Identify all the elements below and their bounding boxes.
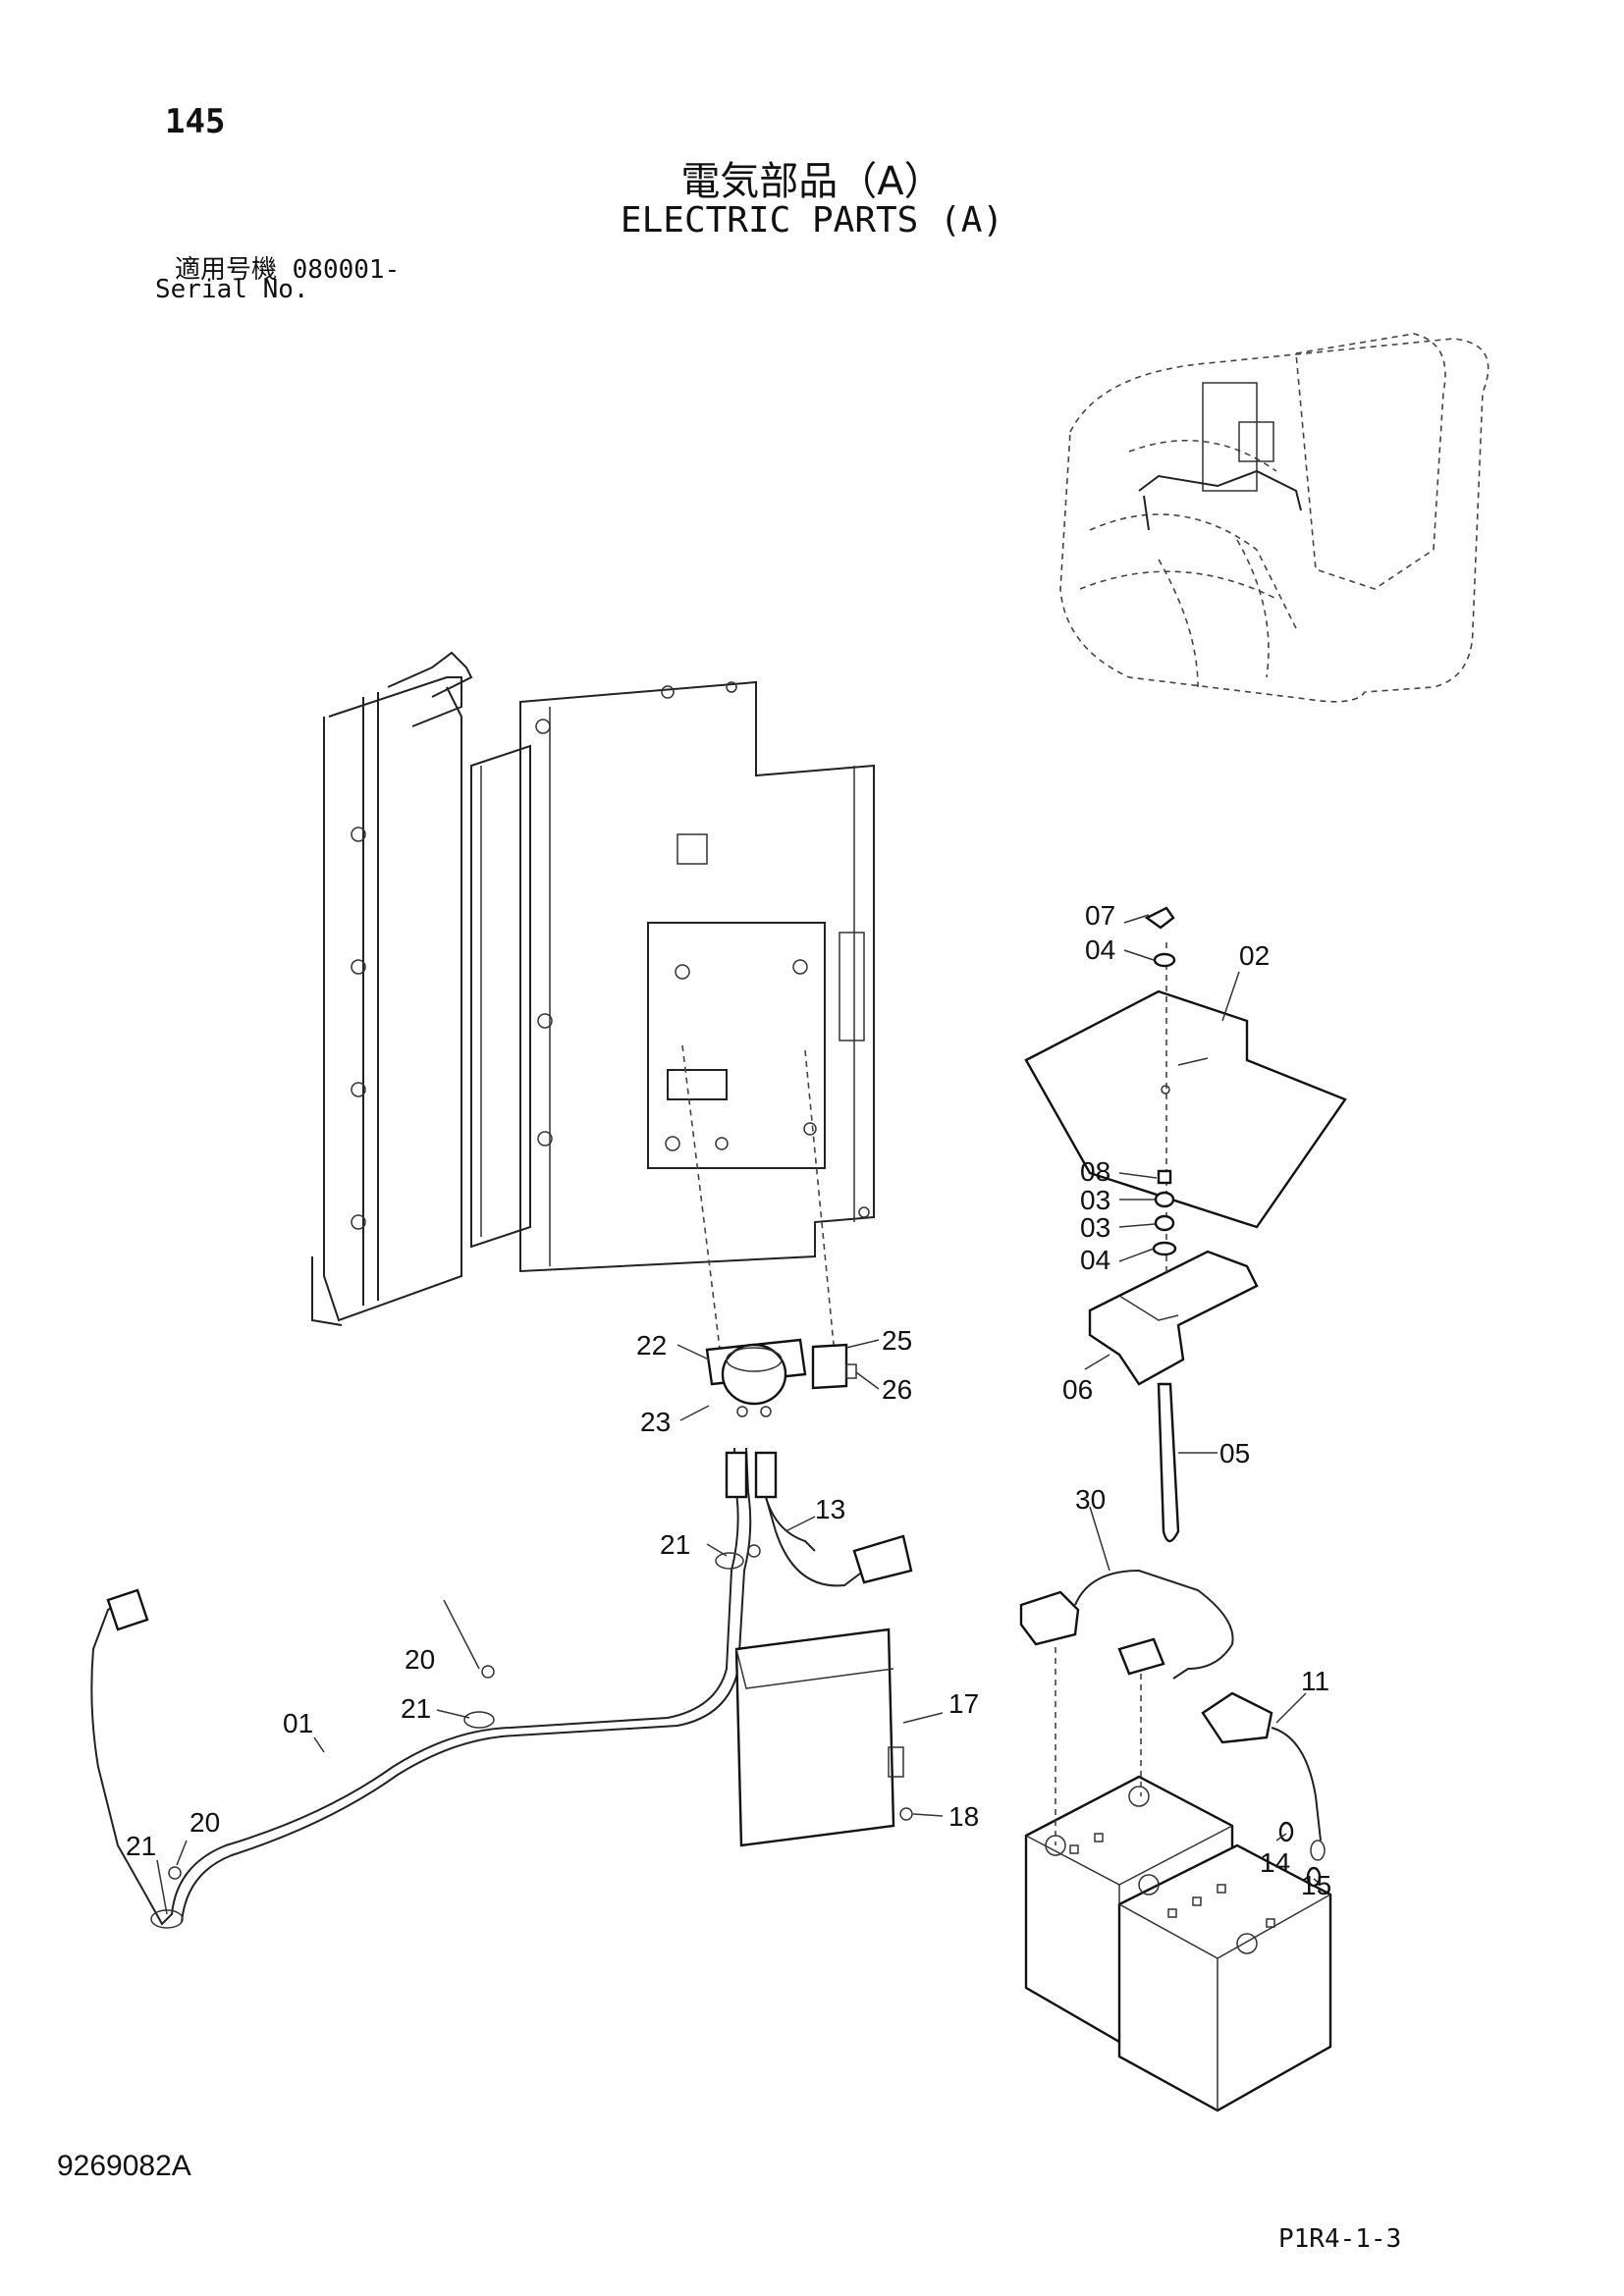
page-number: 145: [165, 102, 226, 141]
battery-rod: [1157, 1382, 1180, 1543]
battery-holder: [1088, 1250, 1259, 1386]
serial-label-japanese: 適用号機 080001-: [175, 255, 401, 285]
battery-box-cover: [734, 1628, 913, 1847]
callout-02: 02: [1239, 940, 1270, 971]
callout-03-b: 03: [1080, 1212, 1110, 1243]
callout-22: 22: [636, 1330, 667, 1361]
callout-03-a: 03: [1080, 1185, 1110, 1215]
callout-23: 23: [640, 1407, 671, 1437]
battery-cable-assembly: [90, 1447, 913, 1929]
callout-21-bottom: 21: [126, 1831, 156, 1861]
callout-04-bottom: 04: [1080, 1245, 1110, 1275]
page-title-english: ELECTRIC PARTS (A): [620, 200, 1004, 240]
callout-17: 17: [948, 1688, 979, 1719]
callout-07: 07: [1085, 900, 1115, 931]
callout-11: 11: [1301, 1666, 1329, 1696]
page-title-japanese: 電気部品（A）: [680, 159, 944, 204]
page-code: P1R4-1-3: [1278, 2224, 1402, 2254]
callout-30: 30: [1075, 1484, 1106, 1515]
callout-25: 25: [882, 1325, 912, 1356]
part-callouts: 07 04 02 08 03 03 04 06 05 30 11 14 15 2…: [126, 900, 1331, 1900]
callout-05: 05: [1219, 1438, 1250, 1468]
serial-label-english: Serial No.: [155, 275, 309, 304]
document-number: 9269082A: [57, 2150, 191, 2182]
callout-08: 08: [1080, 1156, 1110, 1187]
callout-21-middle: 21: [401, 1693, 431, 1724]
callout-04-top: 04: [1085, 934, 1115, 965]
callout-20-top: 20: [405, 1644, 435, 1675]
callout-26: 26: [882, 1374, 912, 1405]
callout-18: 18: [948, 1801, 979, 1832]
batteries: [1024, 1775, 1332, 2112]
callout-15: 15: [1301, 1870, 1331, 1900]
electric-panel-assembly: [311, 651, 875, 1365]
battery-link-cable: [1019, 1569, 1234, 1845]
machine-overview-sketch: [1059, 333, 1489, 703]
battery-ground-cable: [1201, 1691, 1326, 1888]
callout-leaders: [156, 914, 1320, 1915]
callout-14: 14: [1260, 1847, 1290, 1878]
relay: [811, 1343, 857, 1390]
callout-01: 01: [283, 1708, 313, 1738]
callout-06: 06: [1062, 1374, 1093, 1405]
callout-20-bottom: 20: [189, 1807, 220, 1838]
battery-relay: [705, 1338, 807, 1417]
battery-mat: [1024, 989, 1347, 1229]
panel-bolts: [351, 681, 870, 1230]
callout-21-top: 21: [660, 1529, 690, 1560]
callout-13: 13: [815, 1494, 845, 1524]
